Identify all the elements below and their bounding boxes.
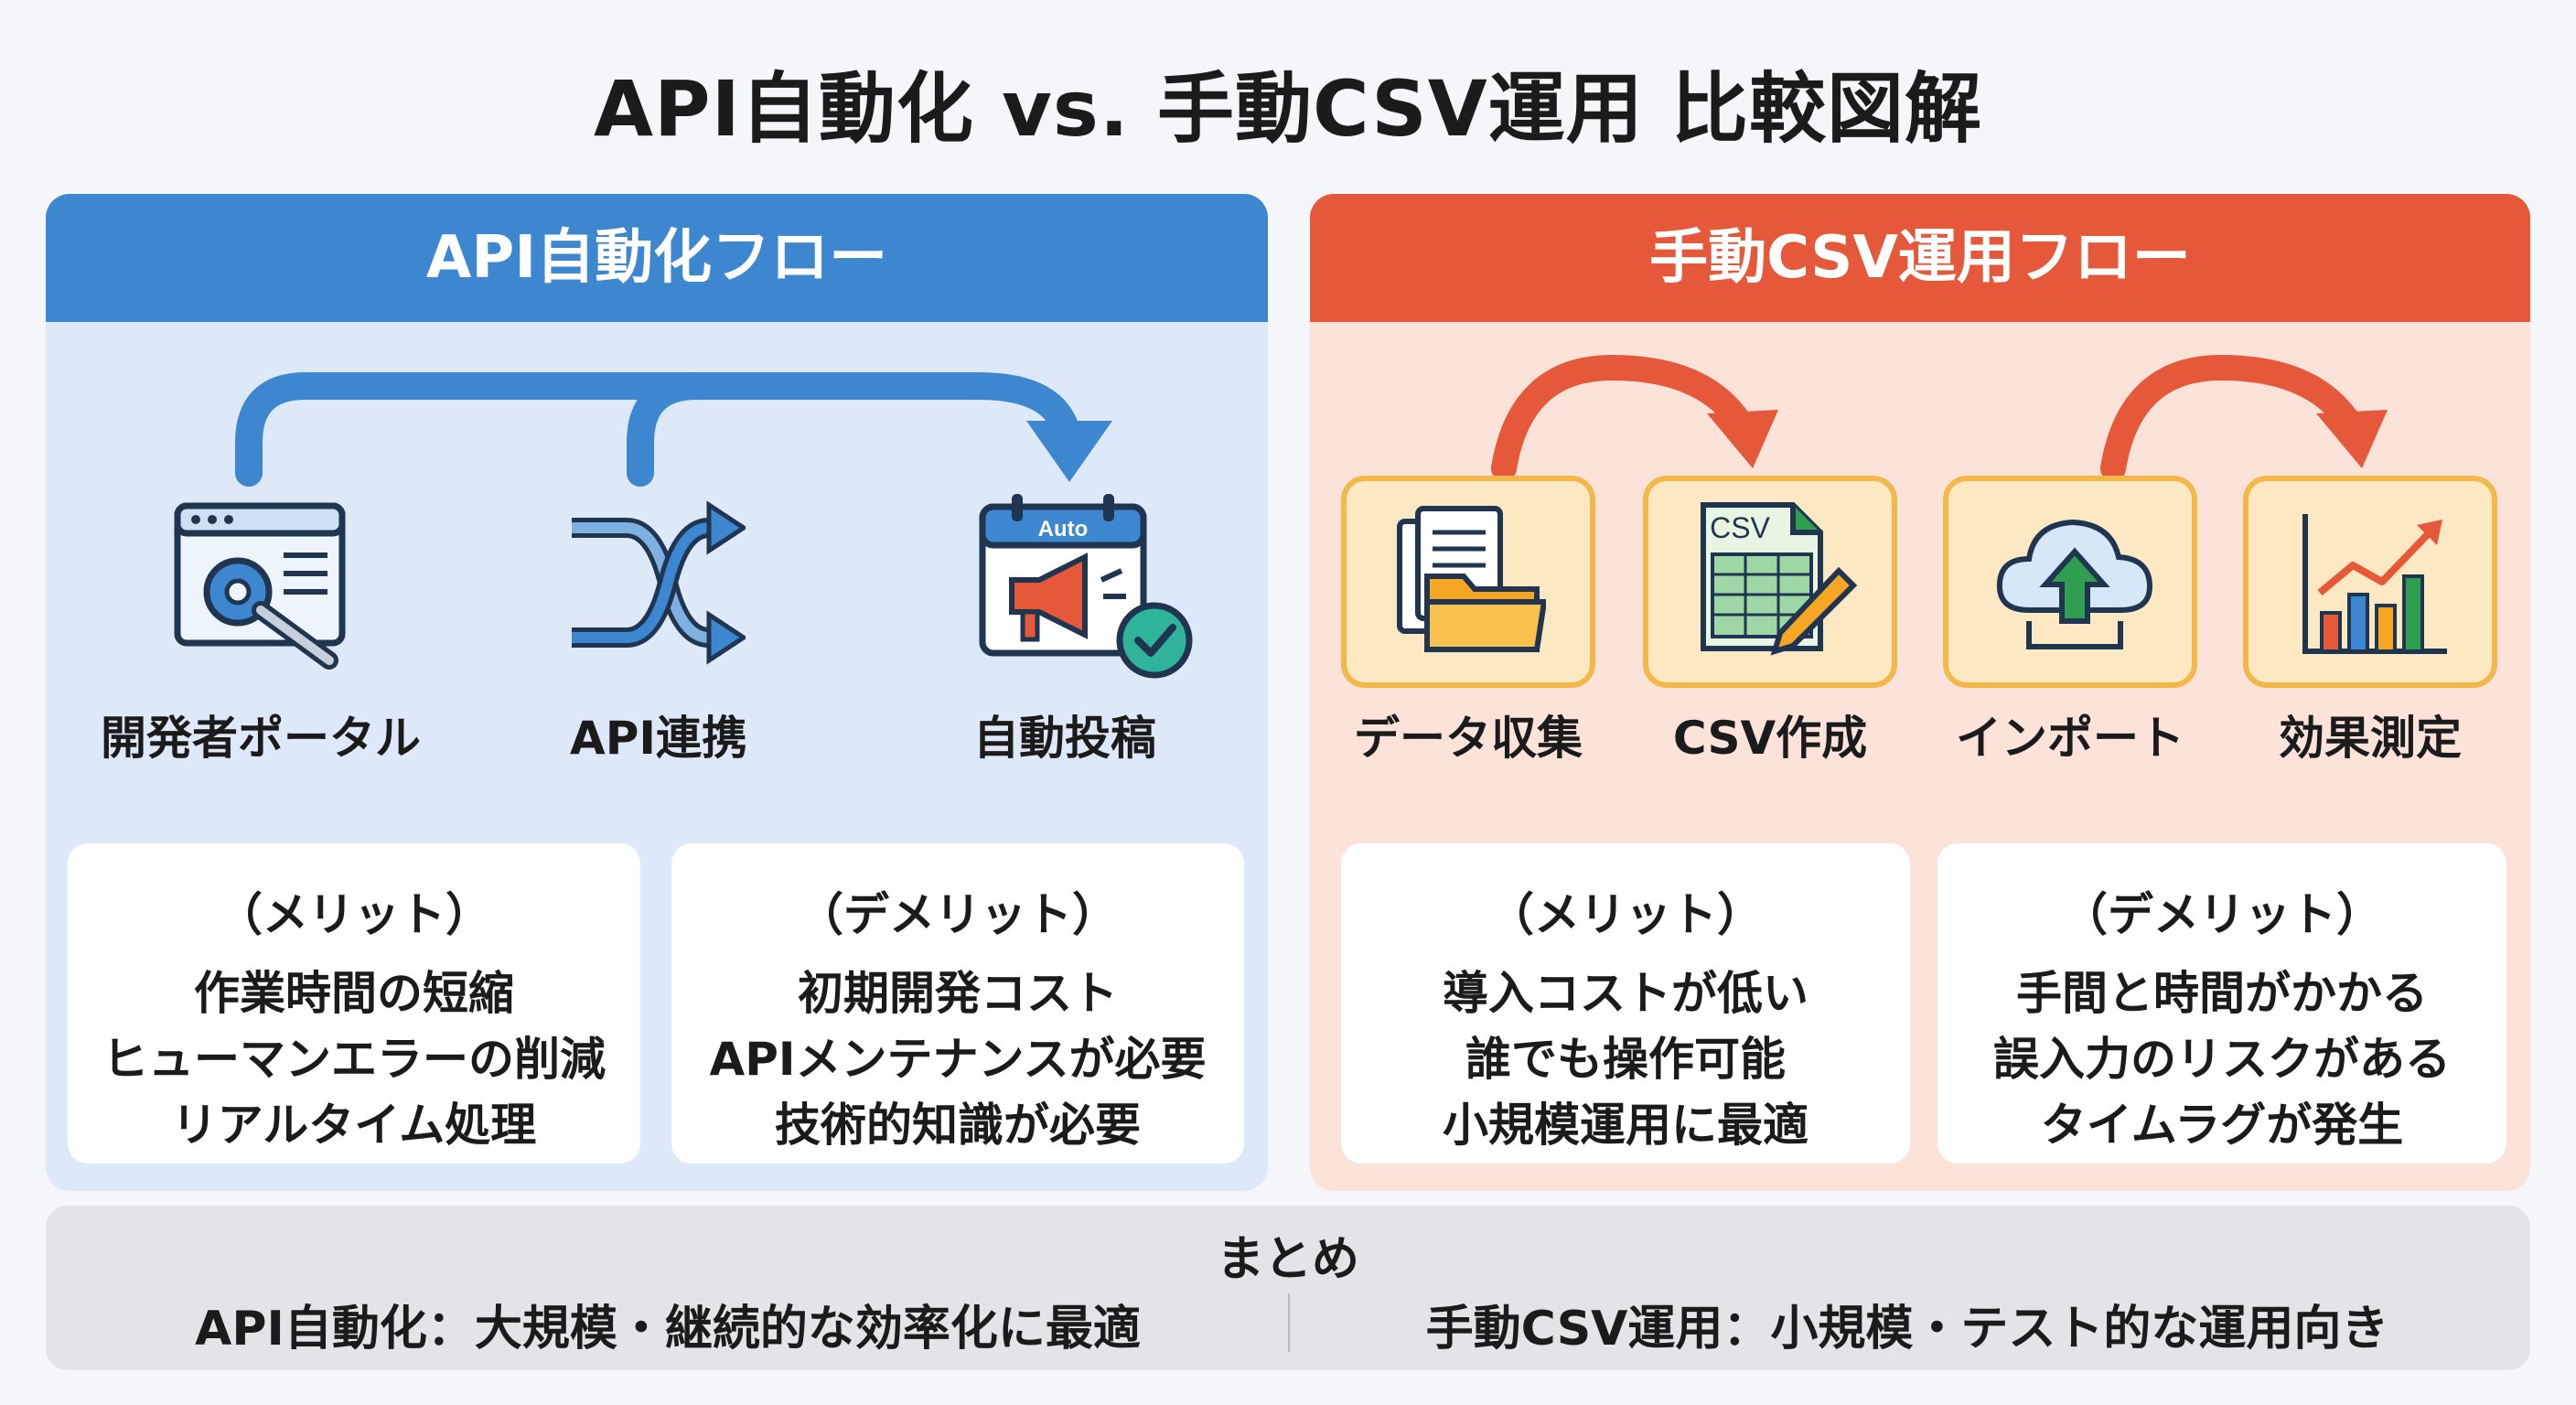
documents-folder-icon <box>1397 506 1546 652</box>
api-merit-card: （メリット） 作業時間の短縮 ヒューマンエラーの削減 リアルタイム処理 <box>68 843 640 1164</box>
step-label-data-collection: データ収集 <box>1354 712 1583 765</box>
csv-merit-line: 導入コストが低い <box>1443 967 1809 1020</box>
csv-demerit-card: （デメリット） 手間と時間がかかる 誤入力のリスクがある タイムラグが発生 <box>1937 843 2506 1164</box>
calendar-badge: Auto <box>1038 517 1089 542</box>
csv-file-pencil-icon: CSV <box>1701 502 1857 656</box>
api-demerit-card: （デメリット） 初期開発コスト APIメンテナンスが必要 技術的知識が必要 <box>671 843 1244 1164</box>
api-demerit-line: APIメンテナンスが必要 <box>709 1033 1207 1086</box>
csv-flow-panel: 手動CSV運用フロー CSV <box>1310 194 2530 1191</box>
summary-csv: 手動CSV運用：小規模・テスト的な運用向き <box>1425 1302 2389 1357</box>
api-merit-line: ヒューマンエラーの削減 <box>102 1033 606 1086</box>
cloud-upload-icon <box>1996 519 2153 649</box>
summary-api: API自動化：大規模・継続的な効率化に最適 <box>195 1302 1141 1357</box>
csv-panel-header: 手動CSV運用フロー <box>1310 194 2530 322</box>
csv-demerit-line: 手間と時間がかかる <box>2016 967 2428 1020</box>
api-merit-line: リアルタイム処理 <box>171 1099 537 1152</box>
api-demerit-heading: （デメリット） <box>798 888 1118 941</box>
csv-merit-card: （メリット） 導入コストが低い 誰でも操作可能 小規模運用に最適 <box>1341 843 1910 1164</box>
csv-merit-line: 誰でも操作可能 <box>1465 1033 1786 1086</box>
step-label-import: インポート <box>1956 712 2184 765</box>
summary-heading: まとめ <box>1216 1232 1359 1287</box>
shuffle-arrows-icon <box>572 500 746 665</box>
csv-merit-heading: （メリット） <box>1488 888 1763 941</box>
api-demerit-line: 初期開発コスト <box>798 967 1118 1020</box>
summary-divider <box>1288 1293 1290 1352</box>
api-flow-arrows <box>235 372 1112 487</box>
step-label-developer-portal: 開発者ポータル <box>101 712 421 765</box>
csv-merit-line: 小規模運用に最適 <box>1443 1099 1809 1152</box>
csv-file-badge: CSV <box>1710 511 1770 544</box>
bar-chart-trend-icon <box>2302 514 2447 654</box>
calendar-megaphone-check-icon: Auto <box>979 494 1193 679</box>
csv-flow-arrows <box>1491 354 2388 481</box>
api-panel-header: API自動化フロー <box>46 194 1268 322</box>
step-label-auto-post: 自動投稿 <box>973 712 1156 765</box>
summary-box: まとめ API自動化：大規模・継続的な効率化に最適 手動CSV運用：小規模・テス… <box>46 1206 2530 1370</box>
page-title: API自動化 vs. 手動CSV運用 比較図解 <box>594 64 1982 154</box>
developer-portal-gear-wrench-icon <box>174 502 346 670</box>
csv-demerit-line: タイムラグが発生 <box>2040 1099 2404 1152</box>
api-merit-line: 作業時間の短縮 <box>194 967 514 1020</box>
csv-demerit-line: 誤入力のリスクがある <box>1993 1033 2451 1086</box>
api-merit-heading: （メリット） <box>217 888 491 941</box>
step-label-measurement: 効果測定 <box>2279 712 2462 765</box>
api-flow-panel: API自動化フロー Auto <box>46 194 1268 1191</box>
csv-demerit-heading: （デメリット） <box>2062 888 2382 941</box>
step-label-csv-creation: CSV作成 <box>1672 712 1868 765</box>
api-demerit-line: 技術的知識が必要 <box>775 1099 1141 1152</box>
step-label-api-integration: API連携 <box>570 712 747 765</box>
